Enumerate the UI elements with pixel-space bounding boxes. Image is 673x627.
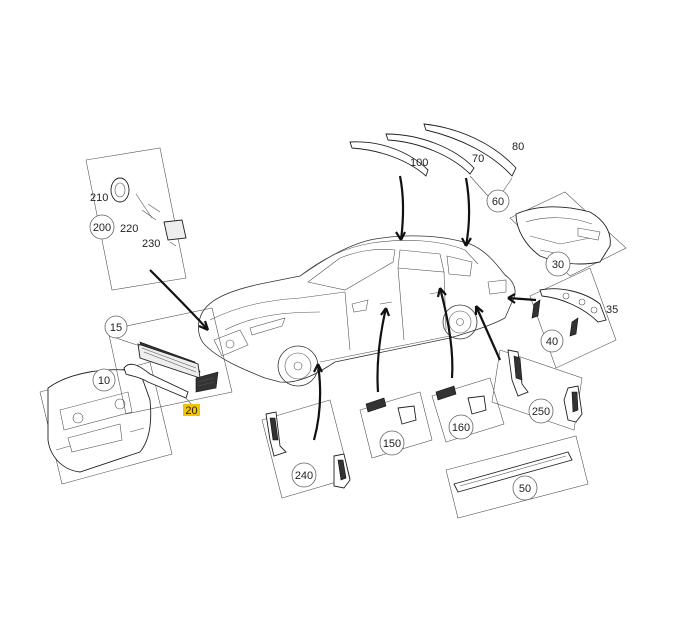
- part-number-20: 20: [185, 405, 197, 417]
- part-number-100: 100: [410, 157, 428, 169]
- callout-circle: [291, 462, 317, 488]
- part-200-emblem-kit[interactable]: 200 210 220 230: [85, 147, 187, 291]
- part-20-lower-trim[interactable]: 20: [123, 363, 200, 417]
- arrowhead: [198, 320, 210, 332]
- callout-circle: [486, 189, 510, 213]
- part-number-220: 220: [120, 223, 138, 235]
- part-35-rear-diffuser[interactable]: 35 40: [529, 267, 618, 369]
- arrow: [149, 269, 209, 331]
- part-number-150: 150: [383, 438, 401, 450]
- part-number-40: 40: [546, 336, 558, 348]
- callout-circle: [379, 430, 405, 456]
- callout-circle: [528, 398, 554, 424]
- car-illustration: [198, 235, 516, 387]
- callout-circle: [92, 368, 116, 392]
- part-60-spoiler-set[interactable]: 60: [469, 175, 513, 213]
- pointer-arrows: [149, 175, 537, 441]
- part-number-80: 80: [512, 141, 524, 153]
- part-number-250: 250: [532, 406, 550, 418]
- part-number-15: 15: [110, 322, 122, 334]
- callout-circle: [512, 475, 538, 501]
- part-number-30: 30: [552, 259, 564, 271]
- part-50-side-skirt[interactable]: 50: [445, 435, 589, 519]
- part-250-rear-mud-flaps[interactable]: 250: [491, 349, 583, 431]
- part-70-trunk-spoiler[interactable]: 70: [385, 133, 484, 175]
- part-80-lip-spoiler[interactable]: 80: [423, 123, 524, 177]
- part-number-210: 210: [90, 192, 108, 204]
- part-number-160: 160: [452, 422, 470, 434]
- part-150-side-badge[interactable]: 150: [359, 391, 433, 459]
- callout-circle: [545, 251, 571, 277]
- part-100-roof-spoiler[interactable]: 100: [349, 141, 429, 177]
- part-number-240: 240: [295, 470, 313, 482]
- part-number-70: 70: [472, 153, 484, 165]
- part-30-rear-bumper[interactable]: 30: [509, 191, 627, 277]
- part-number-50: 50: [519, 483, 531, 495]
- part-number-200: 200: [93, 222, 111, 234]
- part-15-grille-insert[interactable]: 15: [104, 307, 233, 415]
- part-number-230: 230: [142, 238, 160, 250]
- callout-circle: [89, 214, 115, 240]
- part-number-35: 35: [606, 304, 618, 316]
- part-number-10: 10: [98, 375, 110, 387]
- highlight-marker: [183, 404, 200, 416]
- part-160-side-badge[interactable]: 160: [431, 377, 505, 443]
- callout-circle: [540, 329, 564, 353]
- part-240-front-mud-flaps[interactable]: 240: [261, 399, 351, 499]
- callout-circle: [448, 414, 474, 440]
- part-number-60: 60: [492, 196, 504, 208]
- part-10-front-bumper[interactable]: 10: [39, 361, 173, 485]
